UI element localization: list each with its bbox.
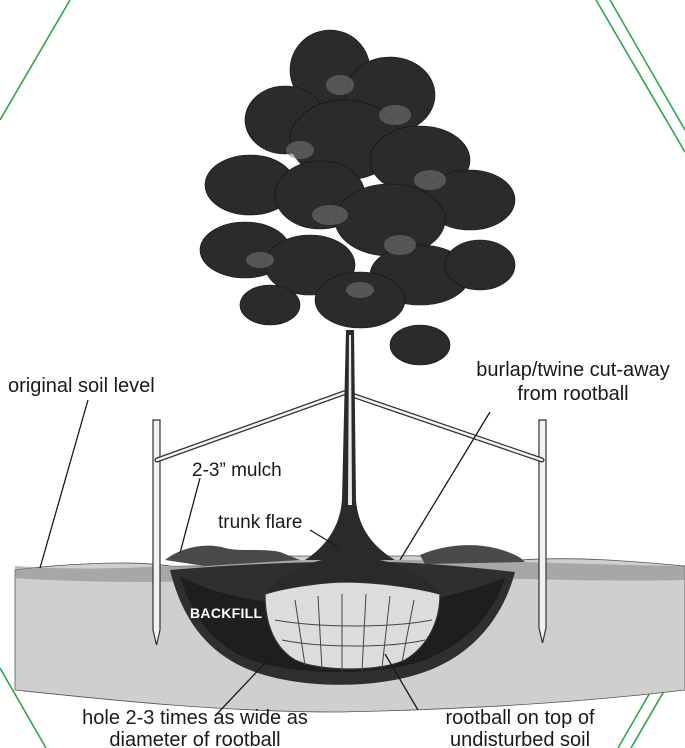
label-original-soil-level: original soil level [8,375,155,397]
leader-mulch [180,478,200,553]
label-burlap-line1: burlap/twine cut-away [476,359,669,381]
label-mulch: 2-3” mulch [192,460,282,481]
mulch-layer-right [420,545,525,564]
stake-right [539,420,546,643]
label-burlap-line2: from rootball [517,383,628,405]
frame-line-top-right-outer [610,0,685,130]
label-rootball-line1: rootball on top of [446,707,595,729]
leader-burlap [400,412,490,560]
frame-line-top-left [0,0,70,120]
label-hole-line1: hole 2-3 times as wide as [82,707,308,729]
label-hole-line2: diameter of rootball [109,729,280,748]
label-rootball-line2: undisturbed soil [450,729,590,748]
label-trunk-flare: trunk flare [218,512,302,533]
label-backfill: BACKFILL [190,605,263,621]
tree-canopy [200,30,515,365]
stake-left [153,420,160,645]
frame-line-top-right-inner [596,0,685,152]
leader-original-soil-level [40,400,88,568]
